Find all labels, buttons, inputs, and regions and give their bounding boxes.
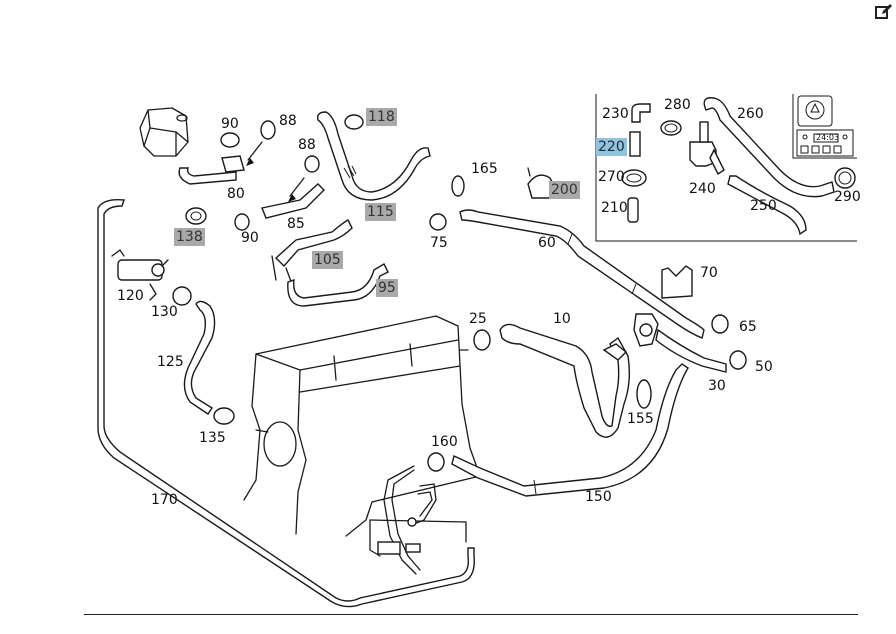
callout-138[interactable]: 138 <box>174 228 205 246</box>
callout-165[interactable]: 165 <box>471 161 498 177</box>
callout-135[interactable]: 135 <box>199 430 226 446</box>
auxiliary-pump <box>111 249 169 301</box>
callout-125[interactable]: 125 <box>157 354 184 370</box>
callout-80[interactable]: 80 <box>227 186 245 202</box>
callout-90[interactable]: 90 <box>221 116 239 132</box>
callout-10[interactable]: 10 <box>553 311 571 327</box>
inset-detail <box>595 94 857 242</box>
callout-260[interactable]: 260 <box>737 106 764 122</box>
inset-display-value: 24:03 <box>816 133 840 142</box>
callout-170[interactable]: 170 <box>151 492 178 508</box>
callout-200[interactable]: 200 <box>549 181 580 199</box>
callout-160[interactable]: 160 <box>431 434 458 450</box>
callout-240[interactable]: 240 <box>689 181 716 197</box>
bottom-rule <box>84 614 858 615</box>
callout-25[interactable]: 25 <box>469 311 487 327</box>
callout-155[interactable]: 155 <box>627 411 654 427</box>
engine-block <box>243 315 481 537</box>
callout-65[interactable]: 65 <box>739 319 757 335</box>
callout-88[interactable]: 88 <box>279 113 297 129</box>
callout-90-lower[interactable]: 90 <box>241 230 259 246</box>
callout-60[interactable]: 60 <box>538 235 556 251</box>
callout-30[interactable]: 30 <box>708 378 726 394</box>
callout-270[interactable]: 270 <box>598 169 625 185</box>
expansion-tank <box>139 107 189 157</box>
callout-95[interactable]: 95 <box>376 279 398 297</box>
callout-105[interactable]: 105 <box>312 251 343 269</box>
callout-220[interactable]: 220 <box>596 138 627 156</box>
callout-290[interactable]: 290 <box>834 189 861 205</box>
callout-88-lower[interactable]: 88 <box>298 137 316 153</box>
callout-120[interactable]: 120 <box>117 288 144 304</box>
callout-115[interactable]: 115 <box>365 203 396 221</box>
callout-130[interactable]: 130 <box>151 304 178 320</box>
pipe-assembly <box>369 465 467 575</box>
callout-70[interactable]: 70 <box>700 265 718 281</box>
callout-85[interactable]: 85 <box>287 216 305 232</box>
edit-icon[interactable] <box>874 2 894 22</box>
callout-50[interactable]: 50 <box>755 359 773 375</box>
callout-118[interactable]: 118 <box>366 108 397 126</box>
callout-150[interactable]: 150 <box>585 489 612 505</box>
callout-250[interactable]: 250 <box>750 198 777 214</box>
callout-210[interactable]: 210 <box>601 200 628 216</box>
callout-280[interactable]: 280 <box>664 97 691 113</box>
callout-75[interactable]: 75 <box>430 235 448 251</box>
callout-230[interactable]: 230 <box>602 106 629 122</box>
